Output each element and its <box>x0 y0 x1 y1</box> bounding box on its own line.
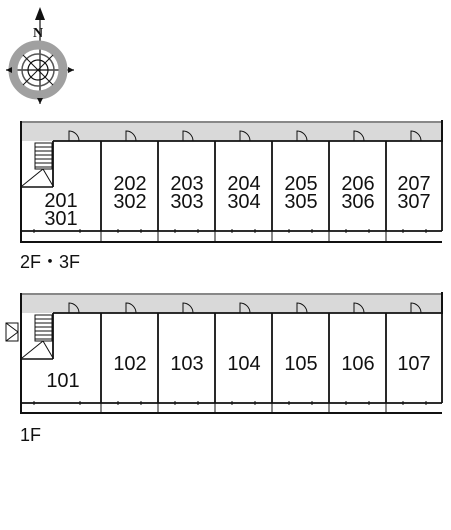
unit-label-102: 102 <box>113 353 146 375</box>
plan-upper-floors: 201 301 202 302 203 303 204 304 205 305 … <box>20 120 443 272</box>
compass-rose: N <box>6 7 74 104</box>
north-letter: N <box>33 26 43 41</box>
unit-label-107: 107 <box>397 353 430 375</box>
unit-label-307: 307 <box>397 191 430 213</box>
unit-label-106: 106 <box>341 353 374 375</box>
unit-label-205: 205 <box>284 173 317 195</box>
unit-label-206: 206 <box>341 173 374 195</box>
unit-label-103: 103 <box>170 353 203 375</box>
unit-label-105: 105 <box>284 353 317 375</box>
north-arrow-icon <box>35 7 45 20</box>
floor-label-ground: 1F <box>20 425 41 445</box>
door-icon <box>68 130 80 142</box>
unit-label-202: 202 <box>113 173 146 195</box>
unit-label-301: 301 <box>44 208 77 230</box>
unit-label-101: 101 <box>46 370 79 392</box>
unit-label-201: 201 <box>44 190 77 212</box>
door-icon <box>296 130 308 142</box>
unit-label-304: 304 <box>227 191 260 213</box>
unit-label-306: 306 <box>341 191 374 213</box>
compass-ring <box>8 40 68 100</box>
unit-label-305: 305 <box>284 191 317 213</box>
door-icon <box>239 130 251 142</box>
door-icon <box>353 130 365 142</box>
mailbox-icon <box>5 322 19 342</box>
plan-ground-floor: 101 102 103 104 105 106 107 1F <box>5 292 443 445</box>
corridor <box>22 295 442 313</box>
door-icon <box>182 302 194 314</box>
unit-label-303: 303 <box>170 191 203 213</box>
unit-label-302: 302 <box>113 191 146 213</box>
floor-label-upper: 2F・3F <box>20 252 80 272</box>
staircase-icon <box>21 142 54 187</box>
staircase-icon <box>21 314 54 359</box>
unit-label-207: 207 <box>397 173 430 195</box>
unit-label-203: 203 <box>170 173 203 195</box>
corridor <box>22 123 442 141</box>
door-icon <box>68 302 80 314</box>
door-icon <box>182 130 194 142</box>
door-icon <box>125 302 137 314</box>
door-icon <box>410 302 422 314</box>
door-icon <box>125 130 137 142</box>
door-icon <box>410 130 422 142</box>
door-icon <box>239 302 251 314</box>
unit-label-104: 104 <box>227 353 260 375</box>
door-icon <box>353 302 365 314</box>
door-icon <box>296 302 308 314</box>
unit-label-204: 204 <box>227 173 260 195</box>
